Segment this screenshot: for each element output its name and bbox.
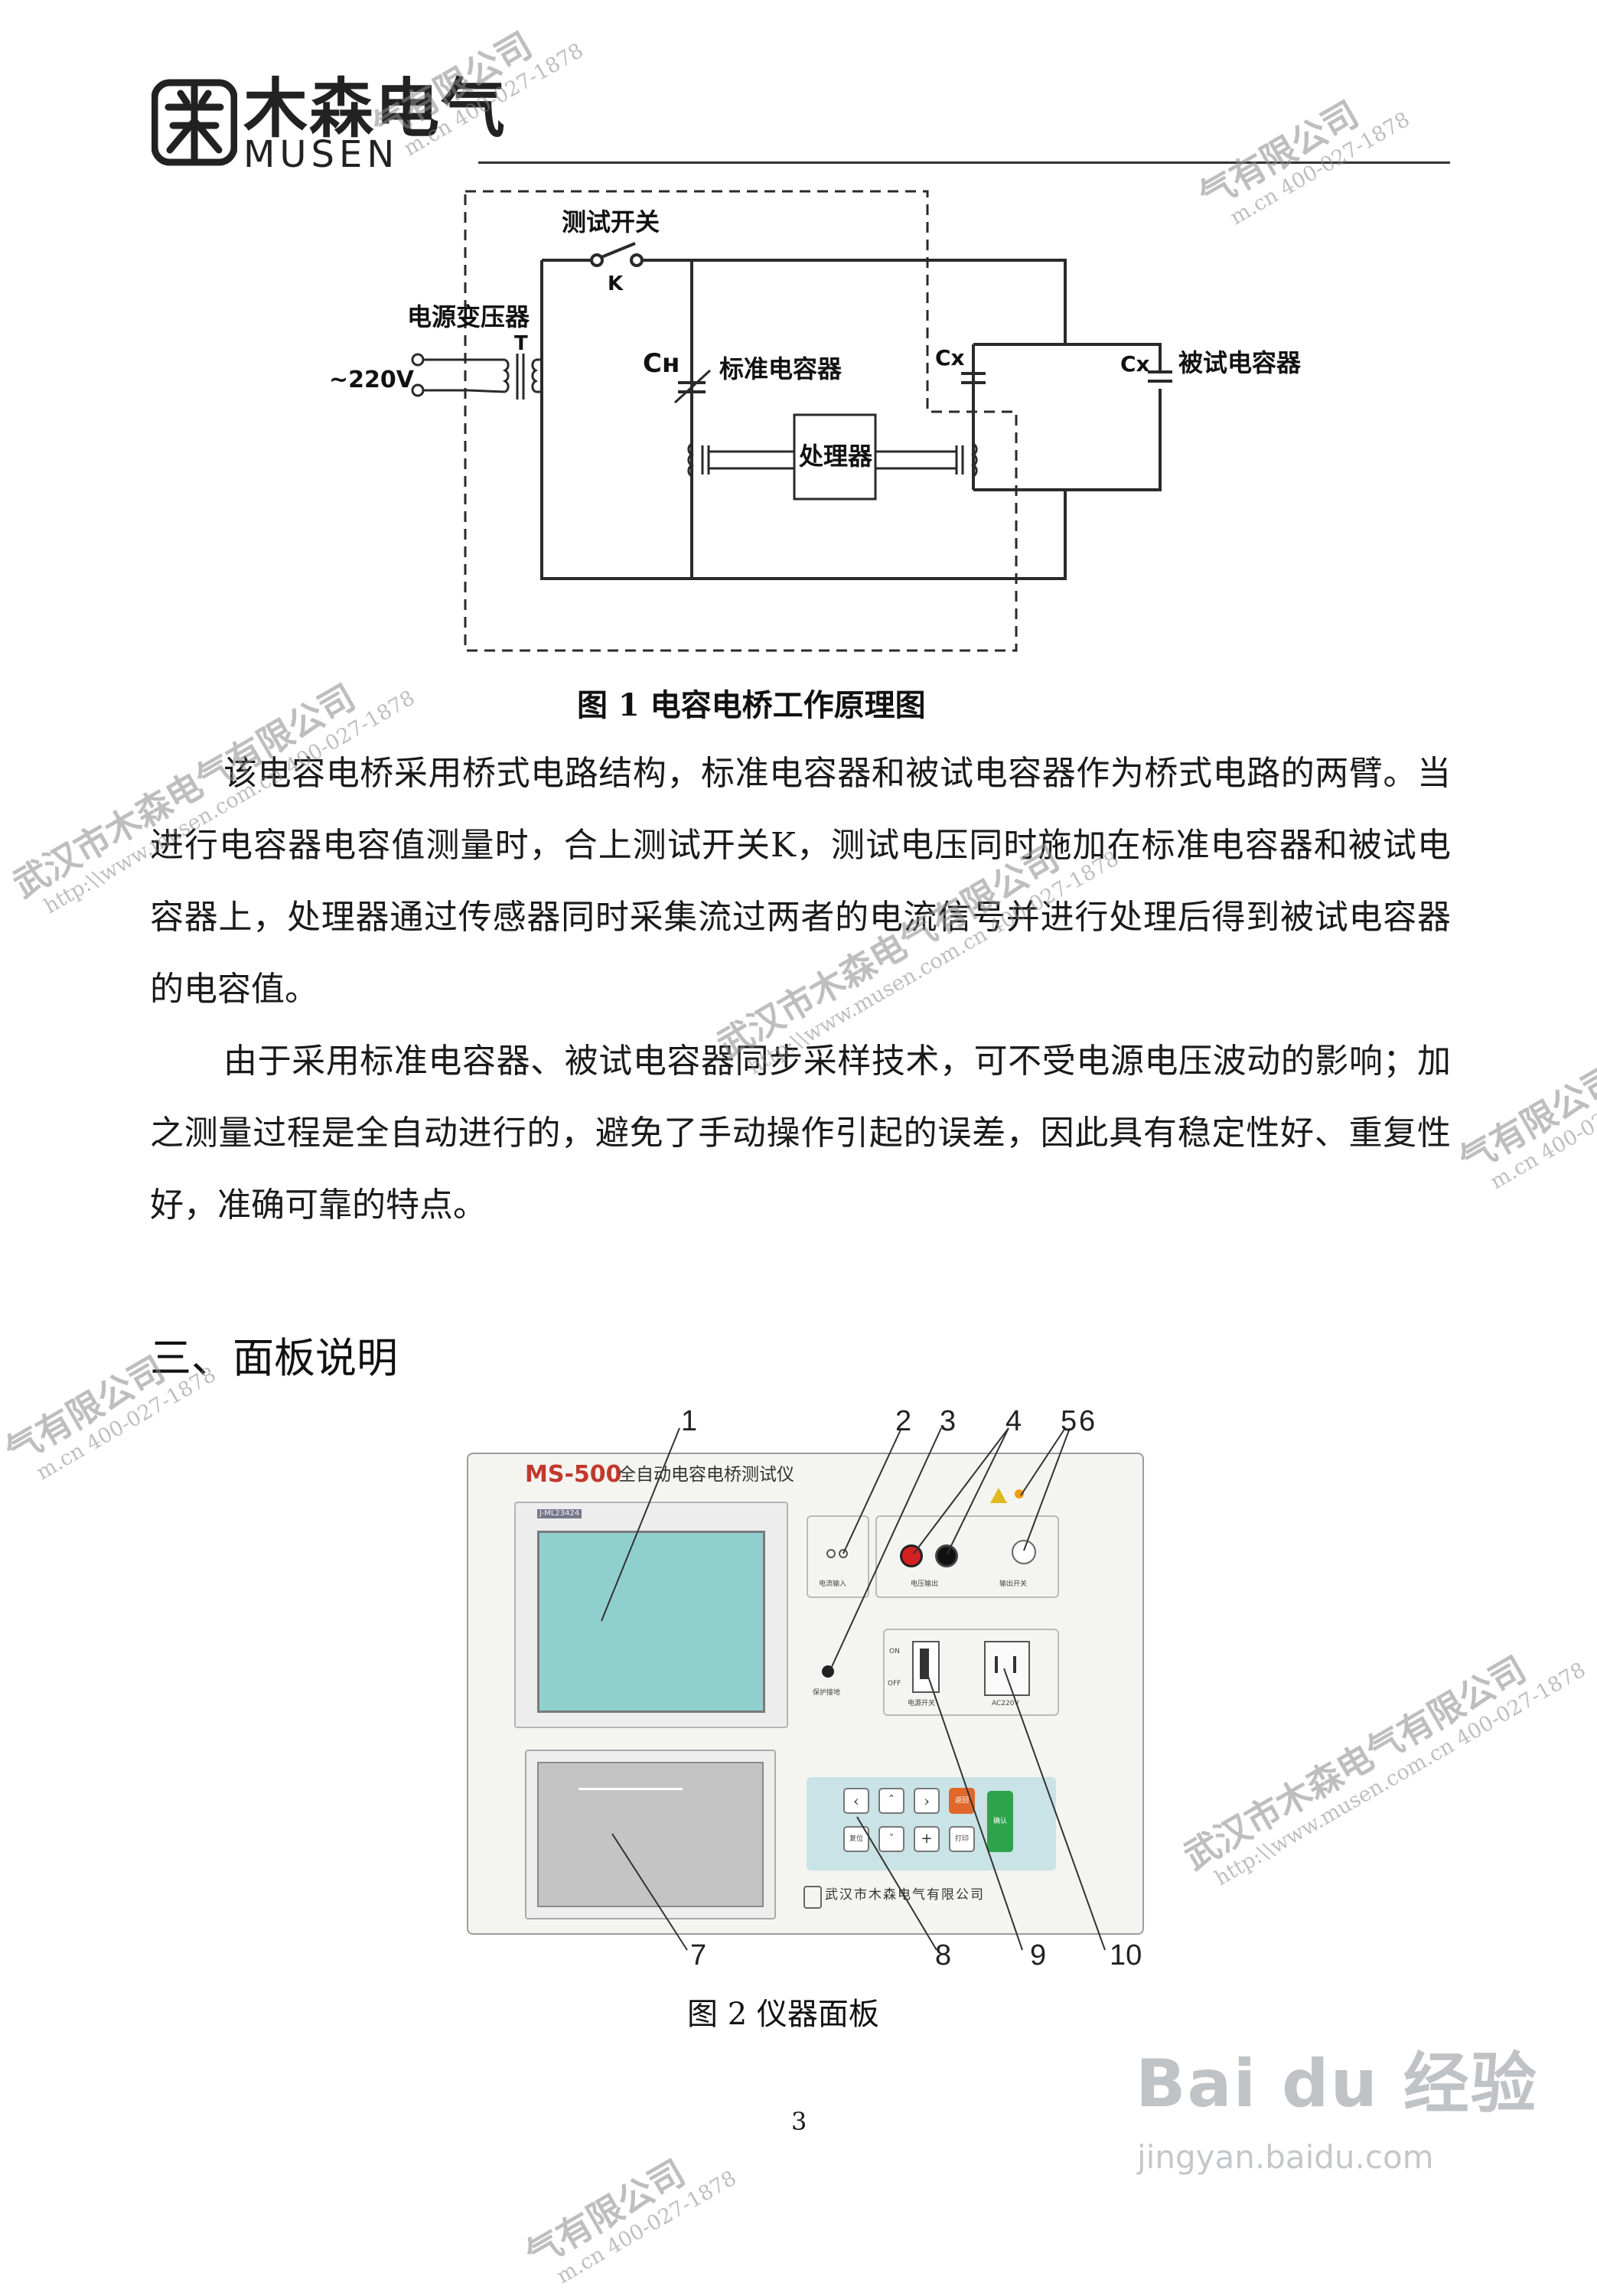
lcd-tag: J-ML23424 [537, 1509, 582, 1518]
panel-model: MS-500 [525, 1461, 622, 1488]
right-arrow-key-icon[interactable]: › [914, 1788, 940, 1814]
ac-input-label: AC220V [992, 1700, 1019, 1707]
warning-triangle-icon [990, 1488, 1007, 1503]
callout-3: 3 [940, 1405, 957, 1437]
ground-label: 保护接地 [813, 1689, 841, 1697]
left-arrow-key-icon[interactable]: ‹ [843, 1788, 869, 1814]
callout-9: 9 [1030, 1939, 1047, 1971]
body-paragraph-2: 由于采用标准电容器、被试电容器同步采样技术，可不受电源电压波动的影响；加之测量过… [150, 1042, 1451, 1225]
voltage-output-box [875, 1515, 1059, 1598]
power-switch-label: 电源开关 [908, 1700, 936, 1707]
callout-8: 8 [935, 1939, 952, 1971]
callout-1: 1 [681, 1405, 698, 1437]
output-switch-knob[interactable] [1012, 1540, 1036, 1564]
voltage-output-red-terminal[interactable] [900, 1544, 923, 1567]
voltage-label: ~220V [329, 367, 414, 393]
figure-2-caption: 图 2 仪器面板 [687, 1997, 879, 2032]
section-title: 三、面板说明 [150, 1334, 398, 1382]
printer-paper-slot [579, 1788, 683, 1790]
plus-key[interactable]: + [914, 1826, 940, 1852]
power-on-label: ON [889, 1648, 900, 1655]
switch-label: 测试开关 [562, 207, 660, 236]
callout-5: 5 [1061, 1405, 1077, 1437]
ac-socket-pin-right [1013, 1656, 1016, 1673]
logo-chinese-name: 木森电气 [243, 71, 507, 146]
output-switch-label: 输出开关 [999, 1580, 1028, 1588]
switch-k-label: K [608, 272, 624, 295]
current-input-jack-a[interactable] [826, 1549, 836, 1558]
print-key[interactable]: 打印 [949, 1826, 975, 1852]
figure-1-caption: 图 1 电容电桥工作原理图 [577, 687, 926, 723]
standard-capacitor-label: 标准电容器 [719, 354, 842, 383]
logo-english-name: MUSEN [243, 133, 399, 176]
cn-symbol: Cн [643, 348, 680, 379]
down-arrow-key-icon[interactable]: ˇ [878, 1826, 904, 1852]
baidu-jingyan-logo: Bai du 经验 [1136, 2046, 1538, 2122]
cx-symbol-right: Cx [1120, 351, 1150, 377]
voltage-output-black-terminal[interactable] [935, 1544, 958, 1567]
cx-symbol-left: Cx [935, 345, 965, 370]
processor-label: 处理器 [799, 442, 873, 471]
callout-4: 4 [1005, 1405, 1022, 1437]
voltage-output-label: 电压输出 [911, 1580, 939, 1588]
current-input-box [807, 1515, 869, 1598]
confirm-key[interactable]: 确认 [987, 1791, 1013, 1852]
transformer-t-label: T [514, 332, 528, 355]
panel-logo-icon [803, 1886, 822, 1909]
ac-socket[interactable] [984, 1641, 1030, 1696]
up-arrow-key-icon[interactable]: ˆ [878, 1788, 904, 1814]
power-area-box [883, 1629, 1059, 1716]
callout-10: 10 [1110, 1939, 1142, 1971]
transformer-label: 电源变压器 [407, 302, 530, 331]
current-input-jack-b[interactable] [839, 1549, 848, 1558]
callout-7: 7 [690, 1939, 707, 1971]
callout-2: 2 [895, 1405, 912, 1437]
body-paragraph-1: 该电容电桥采用桥式电路结构，标准电容器和被试电容器作为桥式电路的两臂。当进行电容… [150, 754, 1451, 1009]
ac-socket-pin-left [995, 1656, 998, 1673]
output-indicator-lamp [1015, 1489, 1024, 1499]
power-off-label: OFF [888, 1680, 901, 1688]
lcd-screen [537, 1531, 765, 1713]
page-number: 3 [791, 2107, 807, 2136]
header-rule [478, 161, 1450, 164]
test-capacitor-label: 被试电容器 [1178, 348, 1302, 377]
circuit-diagram [411, 190, 1172, 652]
printer-window [537, 1762, 764, 1907]
logo-emblem-icon [152, 79, 237, 166]
baidu-jingyan-url: jingyan.baidu.com [1137, 2138, 1434, 2176]
callout-6: 6 [1079, 1405, 1096, 1437]
current-input-label: 电流输入 [819, 1580, 847, 1588]
dashed-instrument-boundary [464, 190, 1018, 652]
